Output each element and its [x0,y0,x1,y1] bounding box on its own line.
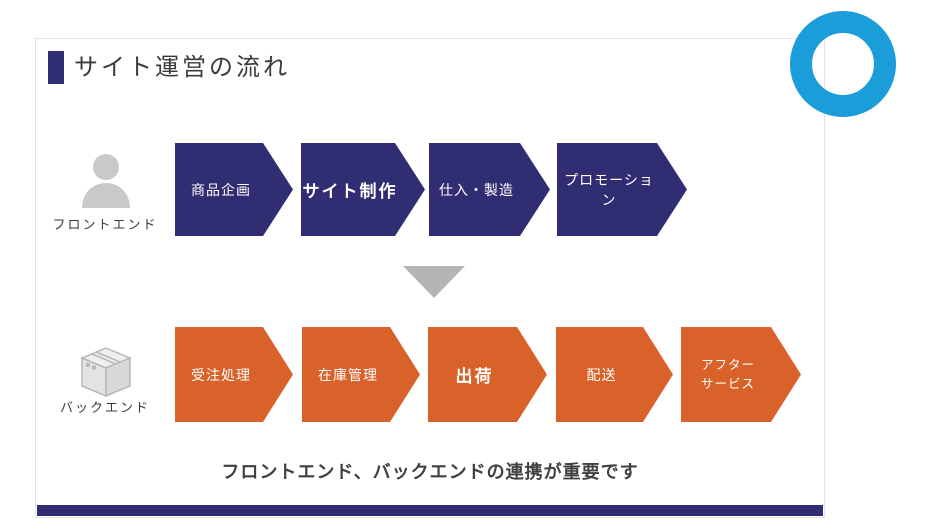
step-label: 商品企画 [191,181,251,198]
step-label: 受注処理 [191,366,251,383]
blue-ring-icon [790,11,896,117]
footer-accent-bar [37,505,823,516]
step-label: 出荷 [455,367,494,386]
step-label: アフターサービス [700,358,755,391]
step-label: 在庫管理 [318,366,378,383]
triangle-down-icon [403,266,465,298]
step-arrow-promotion: プロモーション [557,143,687,236]
step-arrow-site-production: サイト制作 [301,143,425,236]
frontend-label: フロントエンド [52,217,158,232]
box-icon [80,347,132,398]
step-arrow-purchasing-manufacturing: 仕入・製造 [429,143,550,236]
backend-label: バックエンド [59,400,150,415]
step-label: 配送 [586,366,617,383]
page-title: サイト運営の流れ [74,54,290,81]
person-icon [82,154,130,208]
title-bullet [48,51,64,84]
step-label: 仕入・製造 [439,181,514,198]
step-arrow-after-service: アフターサービス [681,327,801,422]
step-label: サイト制作 [302,182,398,201]
caption-text: フロントエンド、バックエンドの連携が重要です [221,462,639,482]
step-label: プロモーション [564,171,654,208]
